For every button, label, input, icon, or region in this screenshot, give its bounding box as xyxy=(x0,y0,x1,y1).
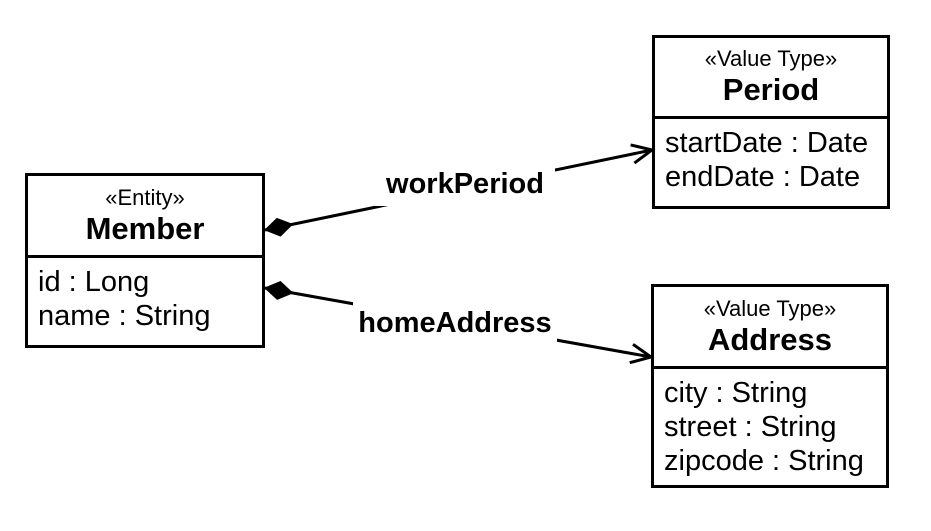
stereotype-label: «Entity» xyxy=(105,184,185,210)
member-class-header: «Entity» Member xyxy=(28,176,262,258)
attribute: street : String xyxy=(664,411,837,443)
address-class-header: «Value Type» Address xyxy=(654,287,886,369)
attributes-compartment: id : Long name : String xyxy=(28,258,262,333)
class-name: Address xyxy=(707,321,833,357)
open-arrowhead-icon xyxy=(630,143,656,165)
address-class-box: «Value Type» Address city : String stree… xyxy=(651,284,889,488)
composition-diamond-icon xyxy=(264,281,294,300)
member-class-box: «Entity» Member id : Long name : String xyxy=(25,173,265,348)
period-class-header: «Value Type» Period xyxy=(655,38,887,119)
attribute: endDate : Date xyxy=(665,161,861,193)
attributes-compartment: city : String street : String zipcode : … xyxy=(654,369,886,478)
workperiod-role-label: workPeriod xyxy=(375,162,555,206)
attributes-compartment: startDate : Date endDate : Date xyxy=(655,119,887,194)
composition-diamond-icon xyxy=(264,217,294,237)
attribute: zipcode : String xyxy=(664,445,864,477)
attribute: name : String xyxy=(38,300,211,332)
attribute: city : String xyxy=(664,377,808,409)
class-name: Period xyxy=(722,72,820,107)
period-class-box: «Value Type» Period startDate : Date end… xyxy=(652,35,890,209)
stereotype-label: «Value Type» xyxy=(703,295,837,321)
homeaddress-role-label: homeAddress xyxy=(353,301,557,345)
attribute: id : Long xyxy=(38,266,150,298)
class-name: Member xyxy=(85,210,205,246)
attribute: startDate : Date xyxy=(665,127,869,159)
stereotype-label: «Value Type» xyxy=(704,46,838,71)
open-arrowhead-icon xyxy=(629,343,655,365)
